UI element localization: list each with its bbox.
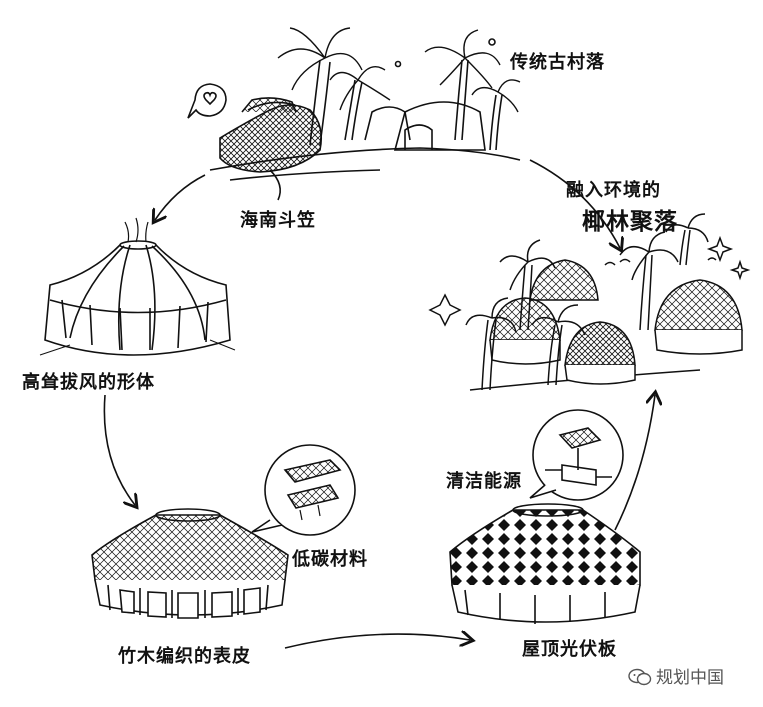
wechat-icon <box>628 668 652 686</box>
watermark-text: 规划中国 <box>656 668 724 688</box>
roof-pv-pavilion-illustration <box>449 503 641 624</box>
arrow-roof-to-settlement <box>614 395 655 531</box>
arrow-hat-to-form <box>155 174 206 220</box>
label-low-carbon: 低碳材料 <box>292 549 368 570</box>
clean-energy-bubble <box>529 409 624 501</box>
form-pavilion-illustration <box>39 217 236 356</box>
arrow-skin-to-roof <box>284 634 470 649</box>
coconut-settlement-illustration <box>428 213 751 391</box>
label-roof-pv: 屋顶光伏板 <box>522 639 617 660</box>
label-form: 高耸拔风的形体 <box>22 372 155 393</box>
low-carbon-bubble <box>251 444 356 536</box>
label-hainan-hat: 海南斗笠 <box>240 210 316 231</box>
label-skin: 竹木编织的表皮 <box>118 646 251 667</box>
hainan-hat-illustration <box>187 83 323 201</box>
arrow-village-to-settlement <box>529 159 620 248</box>
label-clean-energy: 清洁能源 <box>446 471 522 492</box>
label-integrate-line1: 融入环境的 <box>566 180 661 201</box>
label-integrate-line2: 椰林聚落 <box>582 209 678 235</box>
arrow-form-to-skin <box>103 394 135 505</box>
watermark: 规划中国 <box>628 663 724 688</box>
skin-pavilion-illustration <box>91 508 289 619</box>
label-traditional-village: 传统古村落 <box>510 52 605 73</box>
